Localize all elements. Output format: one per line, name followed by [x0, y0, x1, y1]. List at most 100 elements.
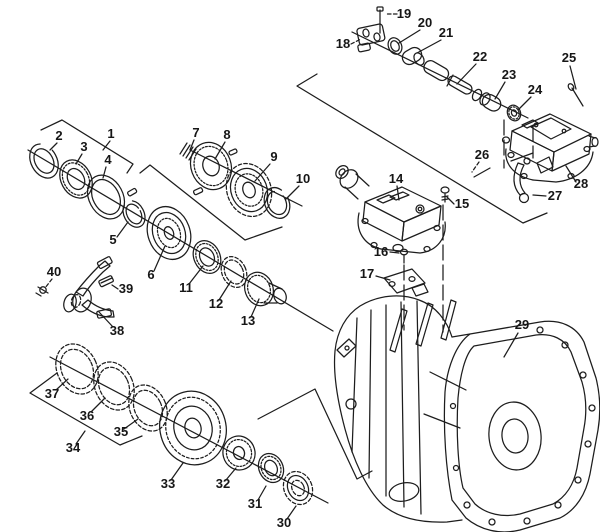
part-gear-32: [222, 435, 256, 471]
part-gear-13: [243, 271, 287, 307]
callout-3: 3: [75, 139, 88, 165]
callout-label: 36: [80, 408, 94, 423]
callout-20: 20: [398, 15, 432, 44]
callout-29: 29: [503, 317, 529, 358]
part-synchro-key-lower: [192, 187, 204, 196]
part-stud-16: [399, 248, 409, 264]
callout-label: 30: [277, 515, 291, 530]
group-brackets: [29, 73, 548, 480]
part-pin-26: [473, 167, 491, 178]
part-bushing-21: [401, 46, 425, 66]
callout-5: 5: [109, 221, 129, 247]
part-fork-insert-39: [98, 275, 114, 288]
part-shift-fork-38: [63, 256, 115, 319]
callout-13: 13: [241, 298, 260, 328]
part-snap-ring-10: [263, 187, 291, 219]
callout-label: 22: [473, 49, 487, 64]
part-snap-ring-5: [122, 200, 146, 228]
callout-label: 7: [192, 125, 199, 140]
callout-label: 25: [562, 50, 576, 65]
callout-label: 32: [216, 476, 230, 491]
callout-label: 39: [119, 281, 133, 296]
callout-label: 37: [45, 386, 59, 401]
callout-label: 38: [110, 323, 124, 338]
part-blocker-ring-11: [192, 240, 222, 274]
callout-label: 11: [179, 280, 193, 295]
part-snap-ring-2: [29, 143, 59, 179]
callout-label: 1: [107, 126, 114, 141]
callout-27: 27: [532, 188, 562, 203]
part-bracket-17: [383, 268, 429, 297]
callout-19: 19: [384, 6, 411, 21]
callout-25: 25: [562, 50, 577, 90]
callout-2: 2: [49, 128, 63, 151]
part-shift-cover-14: [335, 164, 446, 254]
callout-31: 31: [248, 485, 267, 511]
callout-label: 21: [439, 25, 453, 40]
callout-label: 13: [241, 313, 255, 328]
callout-label: 19: [397, 6, 411, 21]
callout-label: 3: [80, 139, 87, 154]
callout-label: 20: [418, 15, 432, 30]
callout-1: 1: [102, 126, 115, 151]
callout-8: 8: [214, 127, 231, 160]
callout-38: 38: [98, 311, 124, 338]
callout-18: 18: [336, 36, 362, 51]
part-synchro-ring-35: [128, 384, 168, 432]
part-ring-20: [387, 37, 403, 55]
part-bushing-23: [479, 92, 502, 112]
callout-11: 11: [179, 265, 204, 295]
callout-10: 10: [285, 171, 310, 200]
callout-label: 4: [104, 152, 112, 167]
part-shift-housing-28: [501, 113, 599, 183]
callout-label: 17: [360, 266, 374, 281]
callout-32: 32: [216, 467, 237, 491]
part-sleeve-9: [225, 162, 273, 218]
callout-7: 7: [189, 125, 200, 151]
hidden-assembly-lines: [503, 119, 534, 169]
callout-24: 24: [517, 82, 543, 111]
callout-30: 30: [277, 505, 297, 530]
callout-35: 35: [114, 418, 139, 439]
callout-label: 31: [248, 496, 262, 511]
part-blocker-ring-31: [257, 452, 285, 484]
callout-12: 12: [209, 280, 232, 311]
part-wave-ring-12: [220, 256, 248, 288]
part-pin-19: [376, 6, 384, 34]
callout-label: 9: [270, 149, 277, 164]
part-synchro-ring-36: [93, 361, 135, 411]
callout-36: 36: [80, 397, 106, 423]
callout-33: 33: [161, 462, 184, 491]
callout-label: 6: [147, 267, 154, 282]
callout-label: 18: [336, 36, 350, 51]
callout-16: 16: [374, 244, 400, 259]
callout-23: 23: [494, 67, 516, 100]
callout-label: 26: [475, 147, 489, 162]
callout-label: 12: [209, 296, 223, 311]
part-bearing-ring-30: [282, 470, 314, 506]
part-clutch-hub-6: [146, 206, 192, 260]
part-helical-gear-33: [159, 390, 227, 466]
callout-4: 4: [102, 152, 112, 179]
part-key-near-6: [127, 187, 138, 197]
part-transmission-case-29: [333, 295, 600, 532]
part-synchro-ring-37: [55, 343, 99, 395]
part-synchro-hub-8: [189, 141, 233, 191]
callout-label: 23: [502, 67, 516, 82]
callout-label: 29: [515, 317, 529, 332]
callout-label: 16: [374, 244, 388, 259]
callout-6: 6: [147, 245, 166, 282]
callout-14: 14: [389, 171, 404, 201]
callout-37: 37: [45, 378, 69, 401]
callout-label: 10: [296, 171, 310, 186]
callout-label: 33: [161, 476, 175, 491]
part-pin-25: [567, 83, 584, 107]
callout-label: 2: [55, 128, 62, 143]
part-bolt-15: [440, 186, 450, 203]
callout-label: 14: [389, 171, 404, 186]
part-blocker-ring-3: [59, 159, 93, 199]
callout-label: 27: [548, 188, 562, 203]
callout-label: 34: [66, 440, 81, 455]
callout-17: 17: [360, 266, 391, 281]
